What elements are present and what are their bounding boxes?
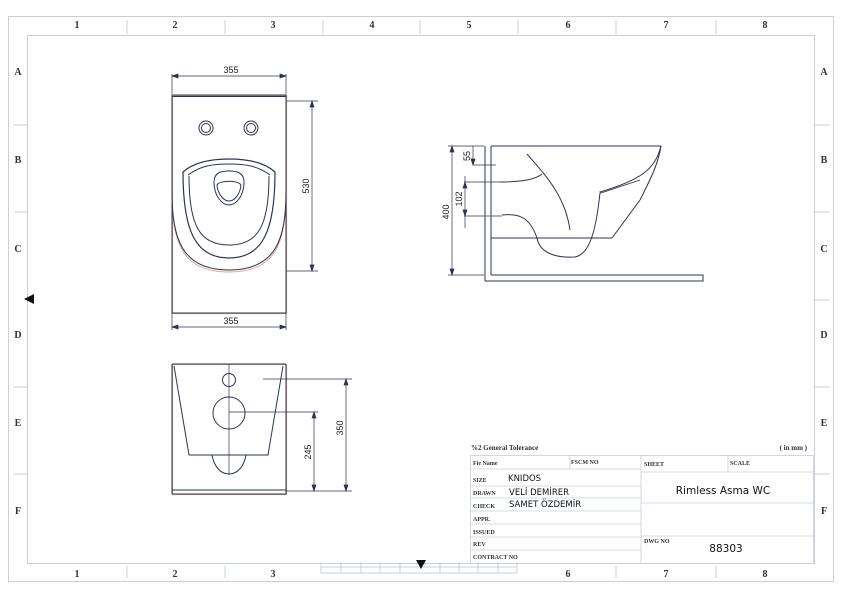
label-appr: APPR. — [473, 517, 491, 523]
row-labels-right: A B C D E F — [820, 67, 828, 517]
column-dividers-bottom — [126, 566, 717, 578]
scale-ruler — [320, 562, 518, 574]
dim-depth: 530 — [301, 178, 311, 193]
top-view-dimensions — [170, 73, 318, 330]
row-dividers — [14, 124, 830, 475]
label-check: CHECK — [473, 504, 495, 510]
row-label-c: C — [14, 244, 21, 255]
col-label-8: 8 — [763, 20, 768, 31]
top-view — [171, 94, 288, 315]
label-sheet: SHEET — [644, 462, 664, 468]
value-size: KNIDOS — [508, 474, 541, 484]
col-label-2: 2 — [173, 20, 178, 31]
rear-view — [171, 363, 288, 496]
label-size: SIZE — [473, 478, 487, 484]
column-labels-bottom: 1 2 3 6 7 8 — [75, 569, 768, 580]
col-label-bottom-6: 6 — [566, 569, 571, 580]
label-rev: REV — [473, 542, 486, 548]
row-label-e: E — [15, 418, 22, 429]
value-drawn: VELİ DEMİRER — [509, 487, 569, 498]
col-label-bottom-3: 3 — [271, 569, 276, 580]
title-block: %2 General Tolerance ( in mm ) Fie Name … — [470, 444, 814, 564]
drawing-number: 88303 — [709, 543, 742, 555]
col-label-6: 6 — [566, 20, 571, 31]
label-fscm-no: FSCM NO — [571, 460, 599, 466]
row-label-a: A — [14, 67, 22, 78]
row-labels-left: A B C D E F — [14, 67, 22, 517]
col-label-bottom-7: 7 — [664, 569, 669, 580]
column-labels-top: 1 2 3 4 5 6 7 8 — [75, 20, 768, 31]
col-label-7: 7 — [664, 20, 669, 31]
dim-inlet: 350 — [335, 420, 345, 435]
col-label-4: 4 — [370, 20, 375, 31]
rear-view-dimensions — [229, 377, 352, 493]
dim-height-total: 400 — [441, 204, 451, 219]
row-label-d: D — [14, 330, 21, 341]
label-dwg-no: DWG NO — [644, 539, 670, 545]
centering-arrow-bottom-icon — [416, 560, 426, 569]
label-file-name: Fie Name — [473, 461, 498, 467]
col-label-bottom-2: 2 — [173, 569, 178, 580]
label-issued: ISSUED — [473, 530, 495, 536]
tolerance-note: %2 General Tolerance — [471, 444, 538, 452]
label-contract-no: CONTRACT NO — [473, 555, 518, 561]
side-view-dimensions — [448, 144, 502, 277]
dim-outlet: 245 — [303, 444, 313, 459]
col-label-bottom-8: 8 — [763, 569, 768, 580]
drawing-title: Rimless Asma WC — [676, 485, 770, 497]
col-label-bottom-1: 1 — [75, 569, 80, 580]
column-dividers-top — [126, 20, 717, 34]
row-label-right-c: C — [820, 244, 827, 255]
units-note: ( in mm ) — [780, 444, 808, 452]
row-label-right-a: A — [820, 67, 828, 78]
side-view — [484, 145, 704, 282]
dim-upper: 55 — [462, 151, 472, 161]
label-drawn: DRAWN — [473, 491, 496, 497]
dim-width-top: 355 — [223, 65, 238, 75]
centering-arrow-left-icon — [24, 294, 34, 304]
col-label-1: 1 — [75, 20, 80, 31]
row-label-f: F — [15, 506, 21, 517]
title-block-grid — [470, 455, 814, 564]
row-label-b: B — [15, 155, 22, 166]
dim-width-bottom: 355 — [223, 316, 238, 326]
value-check: SAMET ÖZDEMİR — [509, 499, 581, 510]
row-label-right-d: D — [820, 330, 827, 341]
row-label-right-f: F — [821, 506, 827, 517]
dim-middle: 102 — [454, 191, 464, 206]
label-scale: SCALE — [730, 461, 750, 467]
row-label-right-e: E — [821, 418, 828, 429]
row-label-right-b: B — [821, 155, 828, 166]
col-label-3: 3 — [271, 20, 276, 31]
col-label-5: 5 — [467, 20, 472, 31]
